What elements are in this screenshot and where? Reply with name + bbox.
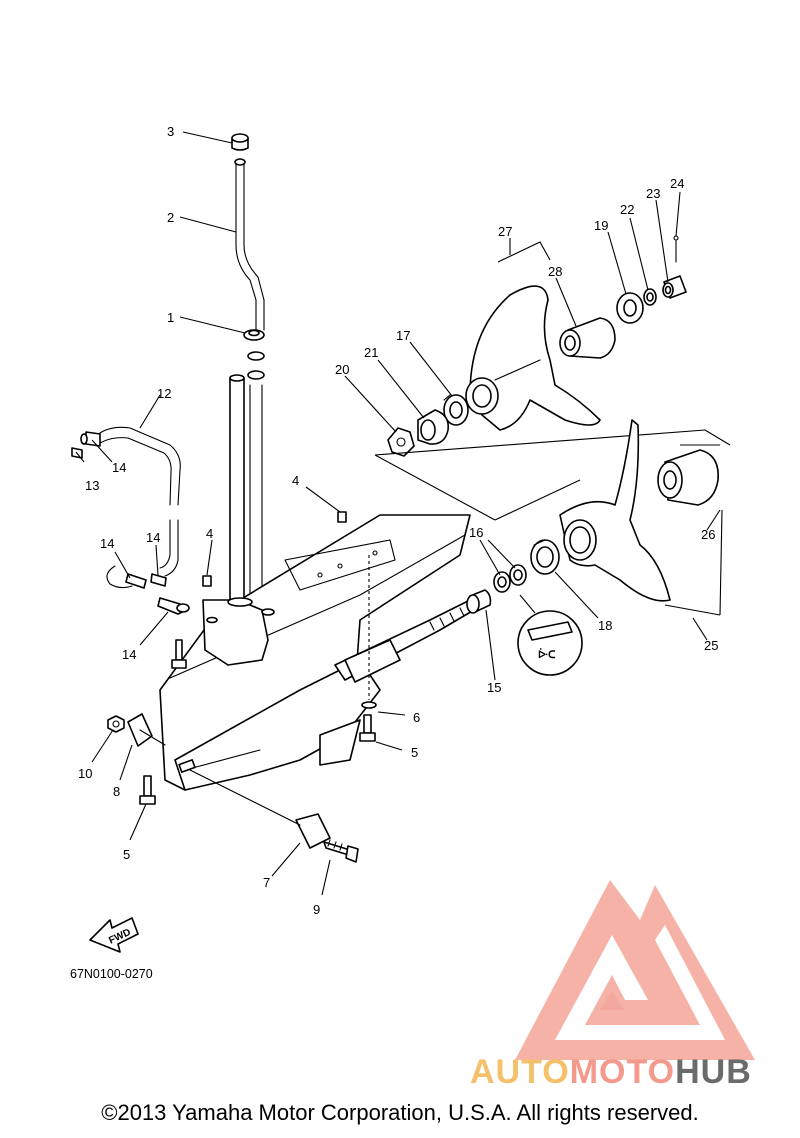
callout-11: 10 bbox=[78, 766, 92, 781]
propeller-27 bbox=[465, 285, 601, 431]
callout-5: 5 bbox=[123, 847, 130, 862]
leader-lines bbox=[75, 131, 721, 896]
callout-27: 27 bbox=[498, 224, 512, 239]
callout-14-d: 14 bbox=[122, 647, 136, 662]
washer-19 bbox=[616, 292, 644, 324]
spacer-17 bbox=[443, 394, 469, 426]
callout-12: 12 bbox=[157, 386, 171, 401]
upper-group-outline bbox=[374, 429, 731, 521]
nut-11 bbox=[107, 715, 125, 733]
detail-circle: ᐕᑕ bbox=[517, 594, 583, 676]
bolt-14-lower bbox=[171, 639, 187, 669]
callout-numbers: 3 2 1 12 14 13 4 4 14 14 14 10 8 5 7 9 6… bbox=[78, 124, 718, 917]
watermark-logo-icon bbox=[515, 880, 755, 1060]
callout-20: 20 bbox=[335, 362, 349, 377]
thrust-washer-15 bbox=[466, 589, 492, 614]
callout-17: 17 bbox=[396, 328, 410, 343]
spacer-21 bbox=[417, 409, 450, 445]
bolt-10 bbox=[323, 839, 359, 863]
seal-1 bbox=[243, 329, 265, 380]
washer-7 bbox=[361, 701, 377, 709]
callout-8: 7 bbox=[263, 875, 270, 890]
spacer-18 bbox=[530, 539, 560, 575]
callout-13: 13 bbox=[85, 478, 99, 493]
callout-26: 26 bbox=[701, 527, 715, 542]
callout-14-b: 14 bbox=[146, 530, 160, 545]
fwd-arrow-icon: FWD bbox=[89, 917, 139, 953]
callout-4-b: 4 bbox=[206, 526, 213, 541]
lower-group-outline bbox=[664, 444, 723, 616]
callout-16: 16 bbox=[469, 525, 483, 540]
copyright-text: ©2013 Yamaha Motor Corporation, U.S.A. A… bbox=[101, 1100, 699, 1125]
cotter-pin-24 bbox=[673, 235, 679, 263]
watermark-brand: AUTOMOTOHUB bbox=[470, 1053, 752, 1091]
callout-14-c: 14 bbox=[100, 536, 114, 551]
hose-fittings bbox=[71, 431, 190, 615]
part-code: 67N0100-0270 bbox=[70, 967, 153, 981]
anode-8 bbox=[189, 769, 331, 849]
nut-23 bbox=[662, 275, 687, 299]
callout-23: 23 bbox=[646, 186, 660, 201]
callout-4-a: 4 bbox=[292, 473, 299, 488]
washers-16 bbox=[493, 564, 527, 593]
propeller-25 bbox=[559, 419, 671, 602]
lower-case-housing bbox=[159, 514, 471, 791]
callout-10: 9 bbox=[313, 902, 320, 917]
water-tube bbox=[234, 158, 265, 331]
spacer-28 bbox=[559, 317, 616, 359]
callout-15: 15 bbox=[487, 680, 501, 695]
detail-circle-text: ᐕᑕ bbox=[538, 648, 555, 661]
callout-25: 25 bbox=[704, 638, 718, 653]
pins-4 bbox=[202, 511, 347, 587]
callout-22: 22 bbox=[620, 202, 634, 217]
callout-2: 2 bbox=[167, 210, 174, 225]
callout-3: 3 bbox=[167, 124, 174, 139]
callout-18: 18 bbox=[598, 618, 612, 633]
callout-6: 5 bbox=[411, 745, 418, 760]
bolt-5 bbox=[139, 775, 156, 805]
callout-28: 28 bbox=[548, 264, 562, 279]
callout-24: 24 bbox=[670, 176, 684, 191]
callout-7: 6 bbox=[413, 710, 420, 725]
vertical-tube bbox=[249, 384, 263, 601]
cooling-hose bbox=[96, 426, 181, 589]
spacer-26 bbox=[657, 449, 719, 506]
callout-1: 1 bbox=[167, 310, 174, 325]
callout-14-a: 14 bbox=[112, 460, 126, 475]
drive-shaft bbox=[229, 374, 245, 604]
bolt-6 bbox=[359, 714, 376, 742]
anode-9 bbox=[127, 713, 166, 747]
washer-22 bbox=[643, 288, 657, 306]
grommet-3 bbox=[231, 133, 249, 151]
spacer-20 bbox=[387, 427, 415, 457]
callout-21: 21 bbox=[364, 345, 378, 360]
callout-9: 8 bbox=[113, 784, 120, 799]
callout-19: 19 bbox=[594, 218, 608, 233]
